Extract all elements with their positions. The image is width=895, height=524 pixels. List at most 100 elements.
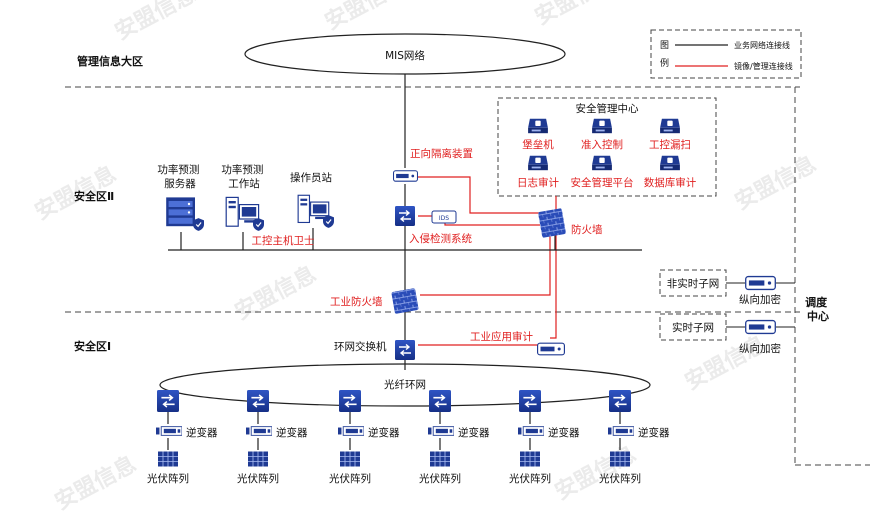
security-center-title: 安全管理中心: [576, 102, 639, 115]
pv-array-label: 光伏阵列: [237, 472, 279, 485]
vuln-scan-icon: [660, 118, 680, 134]
legend-title-2: 例: [660, 57, 669, 69]
operator-station-label: 操作员站: [290, 171, 332, 184]
inverter-icon: [428, 426, 454, 436]
inverter-icon: [608, 426, 634, 436]
inverter-label: 逆变器: [548, 426, 580, 439]
business-lines: [168, 74, 642, 370]
forecast-workstation-label: 功率预测 工作站: [221, 163, 266, 190]
ids-device: [431, 210, 457, 224]
ids-label: 入侵检测系统: [409, 232, 472, 245]
zone-label-zone2: 安全区Ⅱ: [74, 189, 114, 203]
pv-array-icon: [610, 451, 630, 467]
sc-item-db-audit: 数据库审计: [644, 176, 697, 189]
host-guard-label: 工控主机卫士: [252, 234, 315, 247]
ring-node-switch-icon: [609, 390, 631, 412]
ring-node-switch-icon: [429, 390, 451, 412]
watermark-text: 安盟信息: [51, 451, 141, 515]
pv-array-icon: [248, 451, 268, 467]
inverter-label: 逆变器: [186, 426, 218, 439]
inverter-icon: [246, 426, 272, 436]
ring-switch-label: 环网交换机: [334, 340, 387, 353]
security-center-box: [497, 97, 717, 197]
mirror-lines: [418, 176, 557, 346]
firewall-label: 防火墙: [571, 223, 603, 236]
zone2-switch-icon: [395, 206, 415, 226]
zone-label-zone1: 安全区Ⅰ: [74, 339, 111, 353]
fortress-icon: [528, 118, 548, 134]
dispatch-center-label: 调度 中心: [805, 295, 831, 323]
sc-item-fortress: 堡垒机: [522, 138, 554, 151]
legend-title-1: 图: [660, 40, 669, 51]
industrial-firewall-label: 工业防火墙: [330, 295, 383, 308]
sc-item-access-control: 准入控制: [581, 138, 623, 151]
pv-array-label: 光伏阵列: [599, 472, 641, 485]
sc-item-vuln-scan: 工控漏扫: [649, 138, 691, 151]
mis-network-label: MIS网络: [385, 49, 425, 62]
ring-switch-icon: [395, 340, 415, 360]
watermark-text: 安盟信息: [531, 0, 621, 30]
host-guard-shield-icon: [323, 215, 334, 228]
isolation-device-label: 正向隔离装置: [410, 147, 473, 160]
watermark-text: 安盟信息: [111, 0, 201, 45]
isolation-device-icon: [393, 170, 418, 182]
vertical-enc-label: 纵向加密: [739, 293, 781, 306]
vertical-enc-icon: [745, 275, 776, 291]
ids-badge: IDS: [439, 215, 449, 222]
pv-array-label: 光伏阵列: [509, 472, 551, 485]
ring-node-switch-icon: [339, 390, 361, 412]
fiber-ring: [159, 363, 651, 407]
sc-item-log-audit: 日志审计: [517, 176, 559, 189]
pv-array-icon: [340, 451, 360, 467]
industrial-firewall-icon: [391, 288, 419, 314]
non-realtime-box: [659, 269, 727, 297]
pv-array-icon: [520, 451, 540, 467]
inverter-label: 逆变器: [458, 426, 490, 439]
pv-array-icon: [430, 451, 450, 467]
log-audit-icon: [528, 155, 548, 171]
inverter-label: 逆变器: [638, 426, 670, 439]
pv-array-label: 光伏阵列: [419, 472, 461, 485]
sc-item-sec-platform: 安全管理平台: [571, 176, 634, 189]
watermark-text: 安盟信息: [321, 0, 411, 35]
vertical-enc-icon: [745, 319, 776, 335]
inverter-icon: [156, 426, 182, 436]
watermark-text: 安盟信息: [681, 331, 771, 395]
realtime-box: [659, 313, 727, 341]
fiber-ring-label: 光纤环网: [384, 378, 426, 391]
watermark-text: 安盟信息: [731, 151, 821, 215]
ring-node-switch-icon: [157, 390, 179, 412]
legend-business-label: 业务网络连接线: [734, 40, 790, 50]
ring-node-switch-icon: [519, 390, 541, 412]
firewall-icon: [538, 208, 566, 238]
inverter-icon: [338, 426, 364, 436]
host-guard-shield-icon: [193, 218, 204, 231]
app-audit-label: 工业应用审计: [470, 330, 533, 343]
inverter-label: 逆变器: [368, 426, 400, 439]
pv-array-icon: [158, 451, 178, 467]
ring-columns: 逆变器光伏阵列逆变器光伏阵列逆变器光伏阵列逆变器光伏阵列逆变器光伏阵列逆变器光伏…: [147, 390, 670, 485]
pv-array-label: 光伏阵列: [329, 472, 371, 485]
pv-array-label: 光伏阵列: [147, 472, 189, 485]
app-audit-icon: [537, 342, 565, 356]
vertical-enc-label: 纵向加密: [739, 342, 781, 355]
zone-label-mgmt: 管理信息大区: [77, 54, 143, 68]
legend-box: [650, 29, 802, 79]
watermark-text: 安盟信息: [231, 261, 321, 325]
legend-mirror-label: 镜像/管理连接线: [734, 61, 793, 71]
realtime-label: 实时子网: [672, 321, 714, 334]
forecast-server-label: 功率预测 服务器: [157, 163, 202, 190]
sec-platform-icon: [592, 155, 612, 171]
access-control-icon: [592, 118, 612, 134]
db-audit-icon: [660, 155, 680, 171]
host-guard-shield-icon: [253, 218, 264, 231]
non-realtime-label: 非实时子网: [667, 277, 720, 290]
